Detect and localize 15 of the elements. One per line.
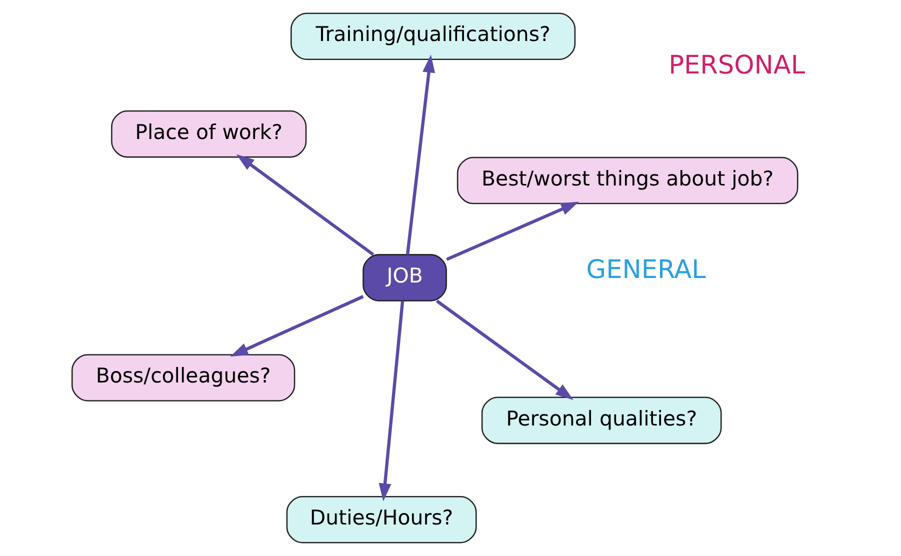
- arrow: [436, 300, 574, 400]
- arrow: [378, 300, 404, 502]
- node-box: Best/worst things about job?: [456, 156, 798, 204]
- node-box: Duties/Hours?: [286, 496, 477, 544]
- arrow: [406, 54, 436, 255]
- node-box: Training/qualifications?: [290, 12, 576, 60]
- label: PERSONAL: [668, 50, 806, 81]
- node-box: JOB: [362, 254, 447, 302]
- arrow: [230, 295, 364, 357]
- arrow: [236, 154, 374, 256]
- arrow: [446, 202, 579, 261]
- node-box: Place of work?: [111, 110, 307, 158]
- label: GENERAL: [586, 255, 706, 286]
- node-box: Boss/colleagues?: [71, 354, 296, 402]
- node-box: Personal qualities?: [481, 396, 722, 444]
